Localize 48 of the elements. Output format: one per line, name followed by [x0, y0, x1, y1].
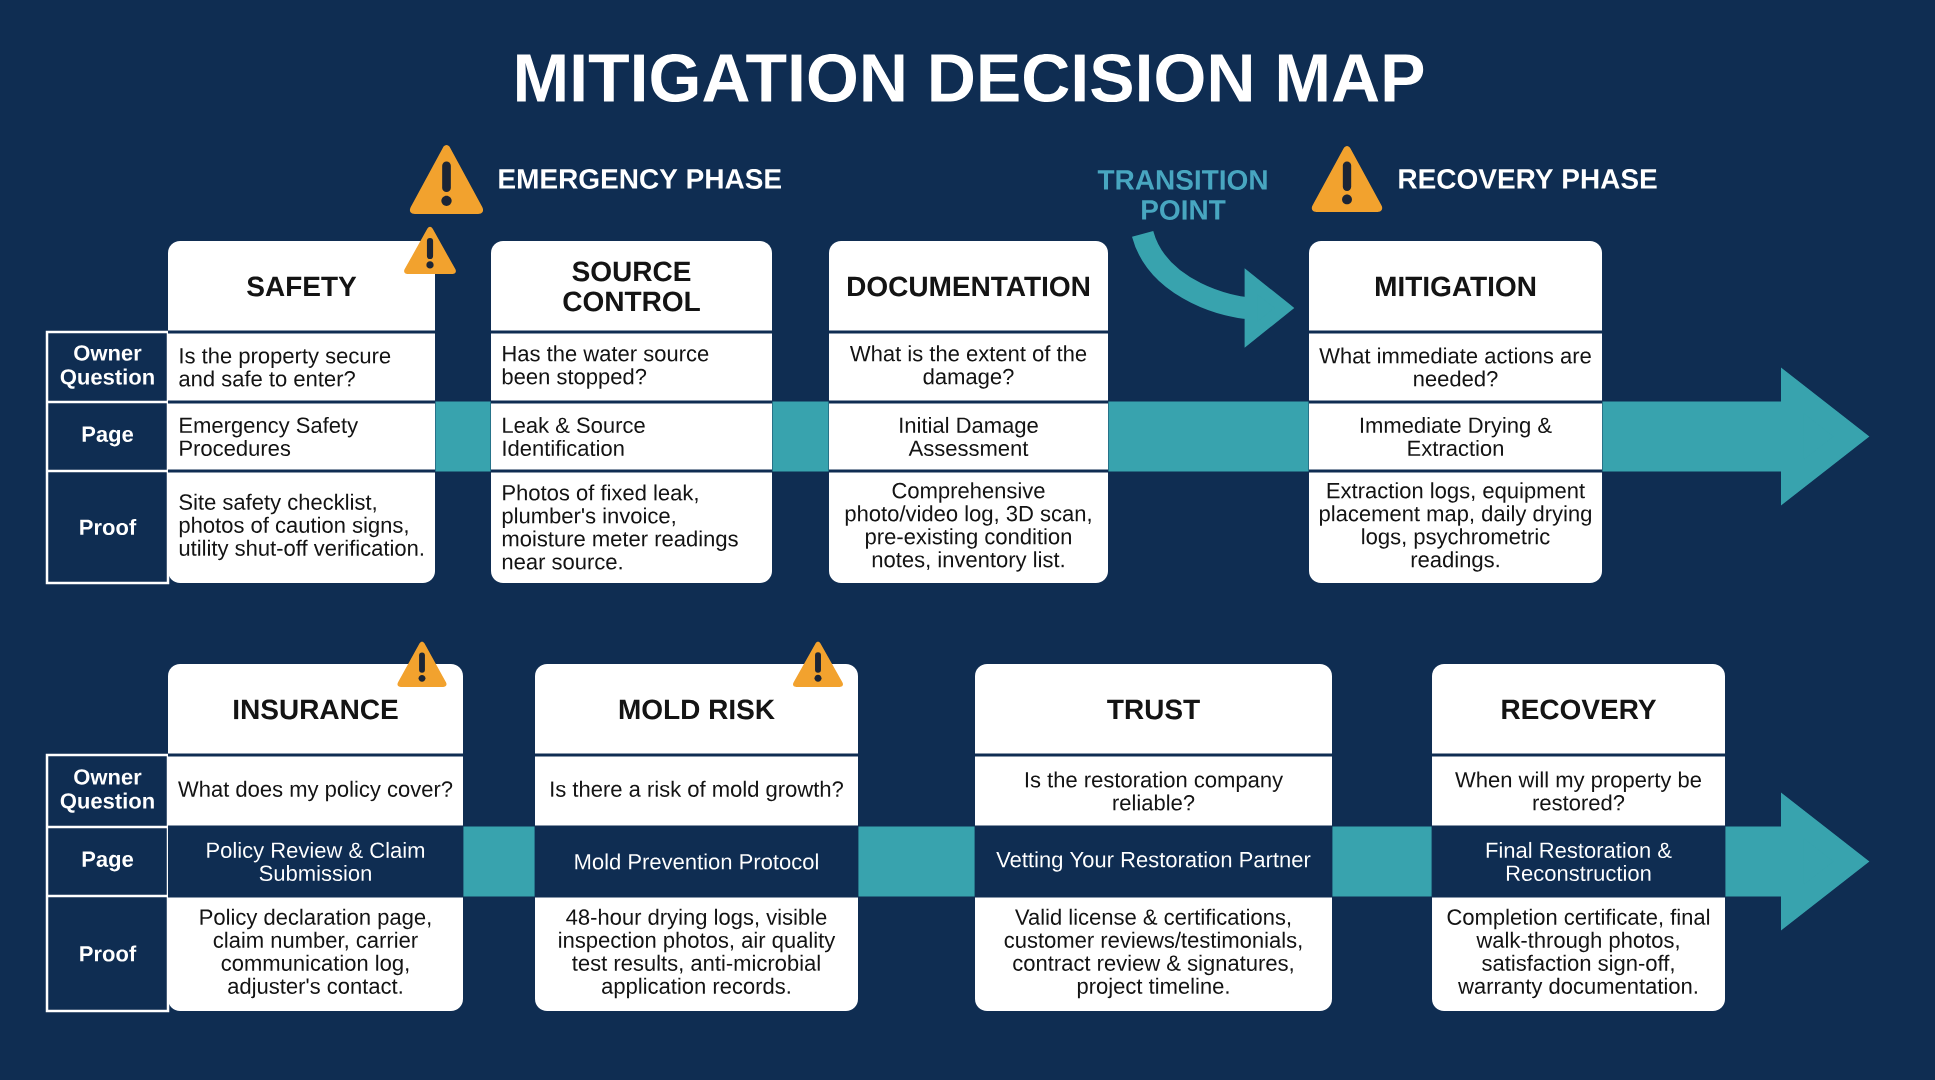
question-text: What is the extent of the damage?	[850, 345, 1087, 389]
row-header: Proof	[80, 945, 137, 962]
phase-label: EMERGENCY PHASE	[499, 169, 781, 189]
page-title: Emergency Safety Procedures	[180, 416, 359, 457]
proof-text: Valid license & certifications, customer reviews/testimonials, contract review & signatures, project timeline.	[1004, 908, 1302, 999]
question-text: Is there a risk of mold growth?	[551, 780, 843, 802]
band-segment	[1332, 826, 1432, 897]
band-segment	[858, 826, 975, 897]
card-heading: MOLD RISK	[619, 699, 775, 720]
question-text: Is the restoration company reliable?	[1025, 771, 1284, 811]
card-heading: SAFETY	[247, 276, 357, 297]
proof-text: Extraction logs, equipment placement map, daily drying logs, psychrometric readings.	[1319, 482, 1591, 572]
title: MITIGATION DECISION MAP	[517, 53, 1424, 103]
band-segment	[1108, 401, 1309, 472]
page-cell: Final Restoration & Reconstruction	[1432, 827, 1725, 896]
row-header: Proof	[80, 518, 137, 536]
row-header: Owner Question	[60, 345, 154, 389]
question-text: What immediate actions are needed?	[1319, 347, 1591, 387]
question-text: Is the property secure and safe to enter?	[179, 347, 391, 387]
row-header: Page	[82, 426, 134, 447]
page-cell: Policy Review & Claim Submission	[168, 827, 463, 896]
card-heading: SOURCE CONTROL	[563, 261, 700, 312]
question-text: Has the water source been stopped?	[502, 345, 709, 389]
question-text: What does my policy cover?	[178, 780, 453, 802]
proof-text: Comprehensive photo/video log, 3D scan, pre-existing condition notes, inventory list.	[845, 482, 1091, 572]
page-cell: Vetting Your Restoration Partner	[975, 827, 1332, 896]
card-heading: DOCUMENTATION	[848, 276, 1089, 297]
proof-text: 48-hour drying logs, visible inspection photos, air quality test results, anti-microbial application records.	[559, 908, 836, 999]
card-heading: INSURANCE	[234, 699, 398, 720]
proof-text: Photos of fixed leak, plumber's invoice, moisture meter readings near source.	[502, 484, 738, 570]
page-title: Immediate Drying & Extraction	[1360, 416, 1552, 457]
card-heading: TRUST	[1107, 699, 1200, 720]
proof-text: Policy declaration page, claim number, carrier communication log, adjuster's contact.	[200, 908, 431, 999]
row-header: Owner Question	[60, 769, 154, 813]
page-cell: Mold Prevention Protocol	[535, 827, 858, 896]
row-header: Page	[82, 851, 134, 872]
band-segment	[435, 401, 491, 472]
page-title: Initial Damage Assessment	[900, 416, 1038, 457]
band-segment	[463, 826, 535, 897]
proof-text: Site safety checklist, photos of caution signs, utility shut-off verification.	[179, 493, 423, 561]
transition-label: TRANSITION POINT	[1097, 170, 1267, 220]
phase-label: RECOVERY PHASE	[1399, 169, 1657, 189]
card-heading: MITIGATION	[1376, 276, 1536, 297]
page-title: Leak & Source Identification	[503, 416, 645, 457]
question-text: When will my property be restored?	[1455, 771, 1701, 811]
band-segment	[772, 401, 829, 472]
card-heading: RECOVERY	[1502, 699, 1657, 720]
proof-text: Completion certificate, final walk-through photos, satisfaction sign-off, warranty documentation.	[1447, 908, 1710, 999]
